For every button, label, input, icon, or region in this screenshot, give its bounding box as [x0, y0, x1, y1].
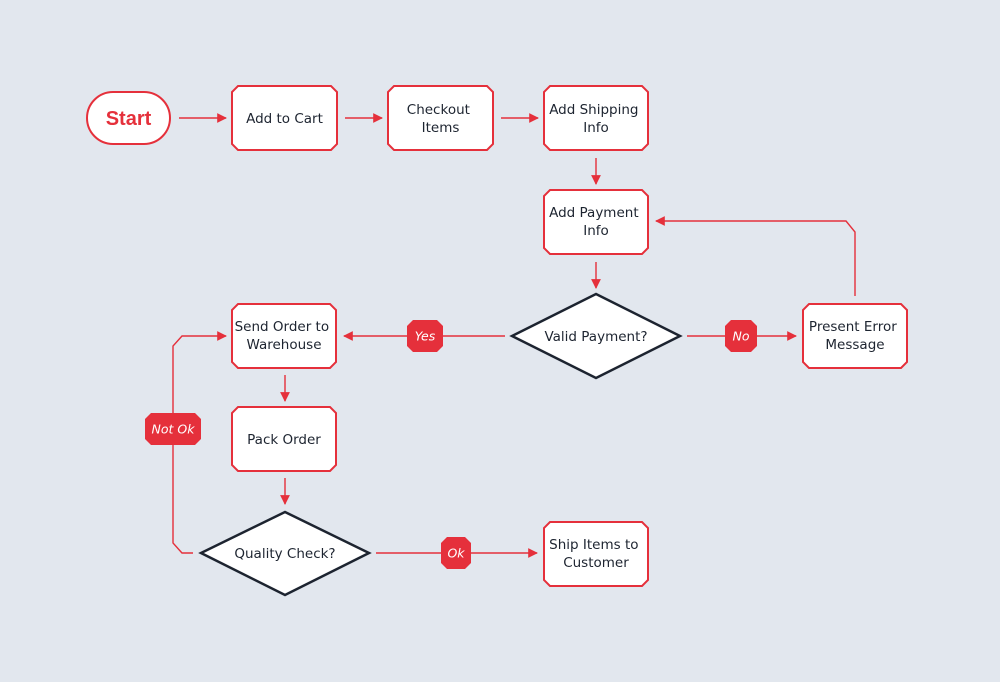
present-error-label-line2: Message — [825, 337, 884, 353]
pack-order-label: Pack Order — [247, 432, 321, 448]
svg-text:Ship Items to Customer: Ship Items to Customer — [549, 537, 643, 571]
add-to-cart-node: Add to Cart — [231, 85, 338, 151]
ship-items-label-line2: Customer — [563, 555, 629, 571]
edge-error-to-payment — [655, 216, 856, 296]
not-ok-label: Not Ok — [152, 422, 196, 437]
svg-text:Add Shipping Info: Add Shipping Info — [549, 102, 643, 136]
add-to-cart-label: Add to Cart — [246, 111, 323, 127]
start-node: Start — [86, 91, 171, 145]
quality-check-decision: Quality Check? — [198, 510, 372, 597]
no-label: No — [733, 329, 750, 344]
ship-items-node: Ship Items to Customer — [543, 521, 649, 587]
add-payment-label-line1: Add Payment — [549, 205, 639, 221]
pack-order-node: Pack Order — [231, 406, 337, 472]
add-payment-label-line2: Info — [583, 223, 609, 239]
present-error-node: Present Error Message — [802, 303, 908, 369]
no-badge: No — [725, 320, 757, 352]
send-order-node: Send Order to Warehouse — [231, 303, 337, 369]
send-order-label-line2: Warehouse — [246, 337, 321, 353]
add-shipping-label-line1: Add Shipping — [549, 102, 638, 118]
present-error-label-line1: Present Error — [809, 319, 897, 335]
svg-text:Add Payment Info: Add Payment Info — [549, 205, 643, 239]
valid-payment-decision: Valid Payment? — [509, 292, 683, 380]
connectors — [172, 113, 856, 558]
svg-text:Checkout Items: Checkout Items — [407, 102, 474, 136]
add-payment-node: Add Payment Info — [543, 189, 649, 255]
yes-label: Yes — [415, 329, 436, 344]
add-shipping-label-line2: Info — [583, 120, 609, 136]
send-order-label-line1: Send Order to — [235, 319, 330, 335]
ok-badge: Ok — [441, 537, 471, 569]
svg-text:Send Order to Warehouse: Send Order to Warehouse — [235, 319, 334, 353]
start-label: Start — [106, 108, 152, 130]
quality-check-label: Quality Check? — [234, 546, 335, 562]
add-shipping-node: Add Shipping Info — [543, 85, 649, 151]
checkout-items-label-line2: Items — [422, 120, 460, 136]
valid-payment-label: Valid Payment? — [544, 329, 647, 345]
checkout-items-node: Checkout Items — [387, 85, 494, 151]
ok-label: Ok — [447, 546, 465, 561]
ship-items-label-line1: Ship Items to — [549, 537, 638, 553]
yes-badge: Yes — [407, 320, 443, 352]
not-ok-badge: Not Ok — [145, 413, 201, 445]
svg-text:Present Error Message: Present Error Message — [809, 319, 901, 353]
checkout-items-label-line1: Checkout — [407, 102, 470, 118]
